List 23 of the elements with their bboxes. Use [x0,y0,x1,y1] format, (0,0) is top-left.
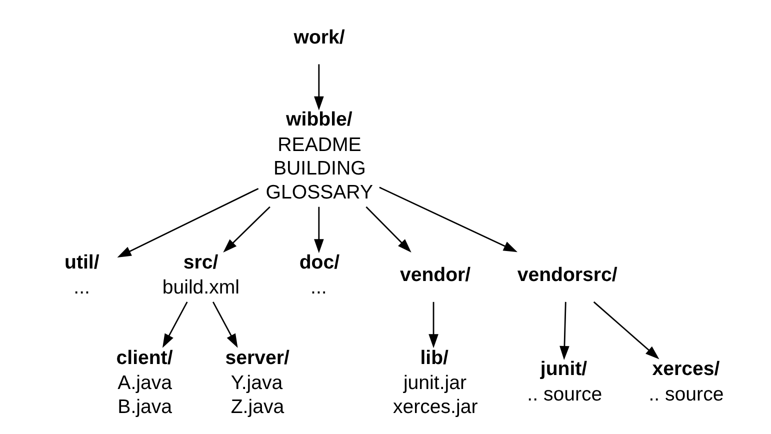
arrow [428,302,438,348]
node-text: src/ build.xml [162,251,240,298]
arrow [116,188,258,258]
arrow [559,302,569,360]
arrow [378,186,517,252]
arrow [314,206,324,254]
arrow [212,302,238,348]
node-text: wibble/ README BUILDING GLOSSARY [265,108,373,204]
arrow [222,206,270,253]
node-text: junit/ .. source [526,358,602,406]
arrow [162,302,188,348]
node-text: server/ Y.java Z.java [224,347,289,418]
node-text: lib/ junit.jar xerces.jar [392,347,478,418]
node-text: vendor/ [399,264,470,286]
arrow [592,301,659,360]
arrow [365,206,411,253]
node-text: work/ [293,26,344,48]
node-text: doc/ ... [298,251,340,298]
node-text: util/ ... [64,251,99,298]
arrow [314,64,324,110]
node-text: vendorsrc/ [516,264,617,286]
node-text: client/ A.java B.java [116,347,172,418]
node-text: xerces/ .. source [648,358,724,406]
